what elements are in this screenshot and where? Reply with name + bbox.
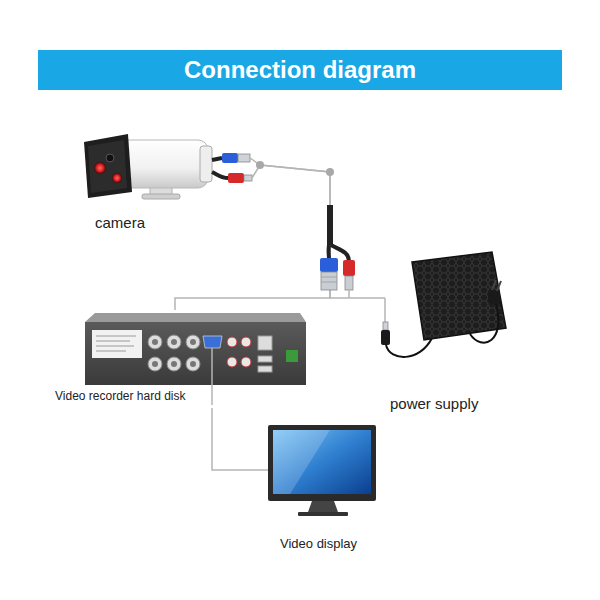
label-group: Video display <box>280 536 357 552</box>
camera-illustration <box>84 134 260 199</box>
device-label: camera <box>95 214 145 232</box>
splitter-cable <box>256 161 355 298</box>
recorder-node: Video recorder hard disk <box>52 310 308 408</box>
device-label: power supply <box>390 395 478 413</box>
monitor-illustration <box>262 425 376 516</box>
title-text: Connection diagram <box>184 56 416 83</box>
title-banner: Connection diagram <box>38 50 562 90</box>
cable-connector <box>212 408 262 470</box>
power-supply-node: power supply <box>385 250 515 417</box>
label-group: Video recorder hard disk <box>55 389 186 403</box>
label-group: power supply <box>390 395 478 413</box>
camera-node: camera <box>80 128 260 236</box>
device-label: Video recorder hard disk <box>55 389 186 403</box>
power-supply-illustration <box>381 252 506 357</box>
label-group: camera <box>95 214 145 232</box>
device-label: Video display <box>280 536 357 552</box>
display-node: Video display <box>262 420 382 556</box>
cable-connector <box>260 165 385 298</box>
